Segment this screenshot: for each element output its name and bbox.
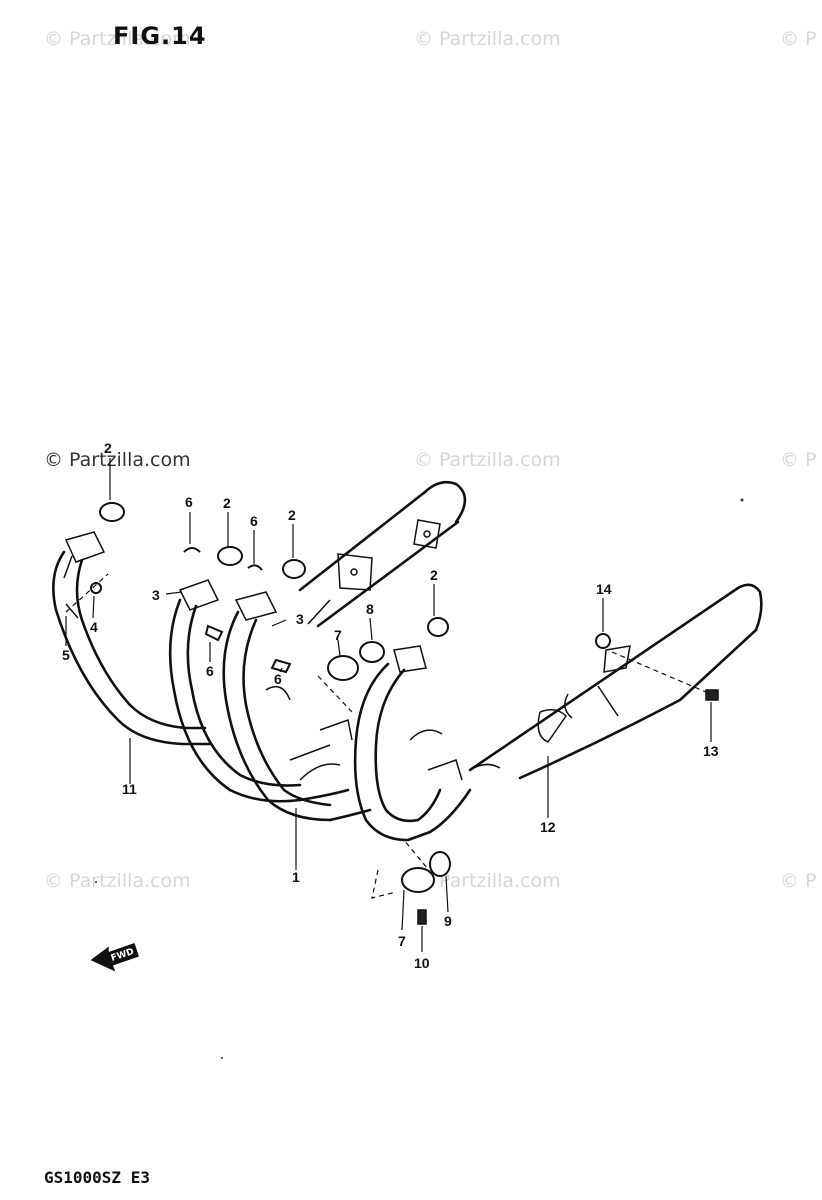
watermark: © Partzilla.com <box>414 870 561 892</box>
callout-label: 14 <box>596 581 612 597</box>
model-code: GS1000SZ E3 <box>44 1168 150 1187</box>
callout-label: 6 <box>274 671 282 687</box>
half-ring-part <box>247 564 263 571</box>
callout-label: 11 <box>122 781 137 797</box>
figure-title: FIG.14 <box>113 22 207 50</box>
clamp-part <box>359 641 385 663</box>
callout-label: 2 <box>104 440 112 456</box>
callout-label: 1 <box>292 869 300 885</box>
watermark: © P <box>780 870 817 892</box>
gasket-part <box>217 546 243 566</box>
gasket-part <box>99 502 125 522</box>
half-ring-part <box>204 624 224 642</box>
exhaust-pipes-middle <box>168 579 372 822</box>
right-muffler <box>468 583 763 780</box>
callout-label: 3 <box>152 587 160 603</box>
bolt-part <box>705 689 719 701</box>
callout-label: 12 <box>540 819 556 835</box>
clamp-part <box>429 851 451 877</box>
watermark: © Partzilla.com <box>44 449 191 471</box>
callout-label: 5 <box>62 647 70 663</box>
connector-pipe-part <box>327 655 359 681</box>
callout-label: 3 <box>296 611 304 627</box>
bolt-part <box>65 603 79 619</box>
exhaust-pipe-11 <box>52 531 212 746</box>
bolt-part <box>417 909 427 925</box>
callout-label: 6 <box>250 513 258 529</box>
callout-label: 8 <box>366 601 374 617</box>
half-ring-part <box>183 547 201 553</box>
callout-label: 6 <box>185 494 193 510</box>
callout-label: 7 <box>398 933 406 949</box>
callout-label: 9 <box>444 913 452 929</box>
callout-label: 7 <box>334 627 342 643</box>
watermark: © Partzilla.com <box>414 28 561 50</box>
watermark: © Partzilla.com <box>44 870 191 892</box>
watermark: © P <box>780 28 817 50</box>
half-ring-part <box>270 658 292 674</box>
callout-labels: 2 6 2 6 2 2 3 3 4 5 6 6 7 8 14 11 1 12 1… <box>62 440 719 971</box>
washer-part <box>90 582 102 594</box>
nut-part <box>595 633 611 649</box>
callout-label: 10 <box>414 955 430 971</box>
leader-lines <box>65 458 712 952</box>
stray-marks <box>95 498 744 1059</box>
callout-label: 6 <box>206 663 214 679</box>
gasket-part <box>427 617 449 637</box>
callout-label: 4 <box>90 619 98 635</box>
exhaust-pipe-12 <box>353 645 501 842</box>
connector-pipe-part <box>401 867 435 893</box>
callout-label: 2 <box>430 567 438 583</box>
callout-label: 2 <box>223 495 231 511</box>
watermark: © Partzilla.com <box>414 449 561 471</box>
callout-label: 13 <box>703 743 719 759</box>
gasket-part <box>282 559 306 579</box>
gaskets-and-hardware <box>65 502 719 925</box>
watermark: © Partzilla.com <box>44 28 191 50</box>
watermark: © P <box>780 449 817 471</box>
callout-label: 2 <box>288 507 296 523</box>
left-muffler <box>298 480 467 628</box>
fwd-arrow-icon: FWD <box>90 943 139 972</box>
